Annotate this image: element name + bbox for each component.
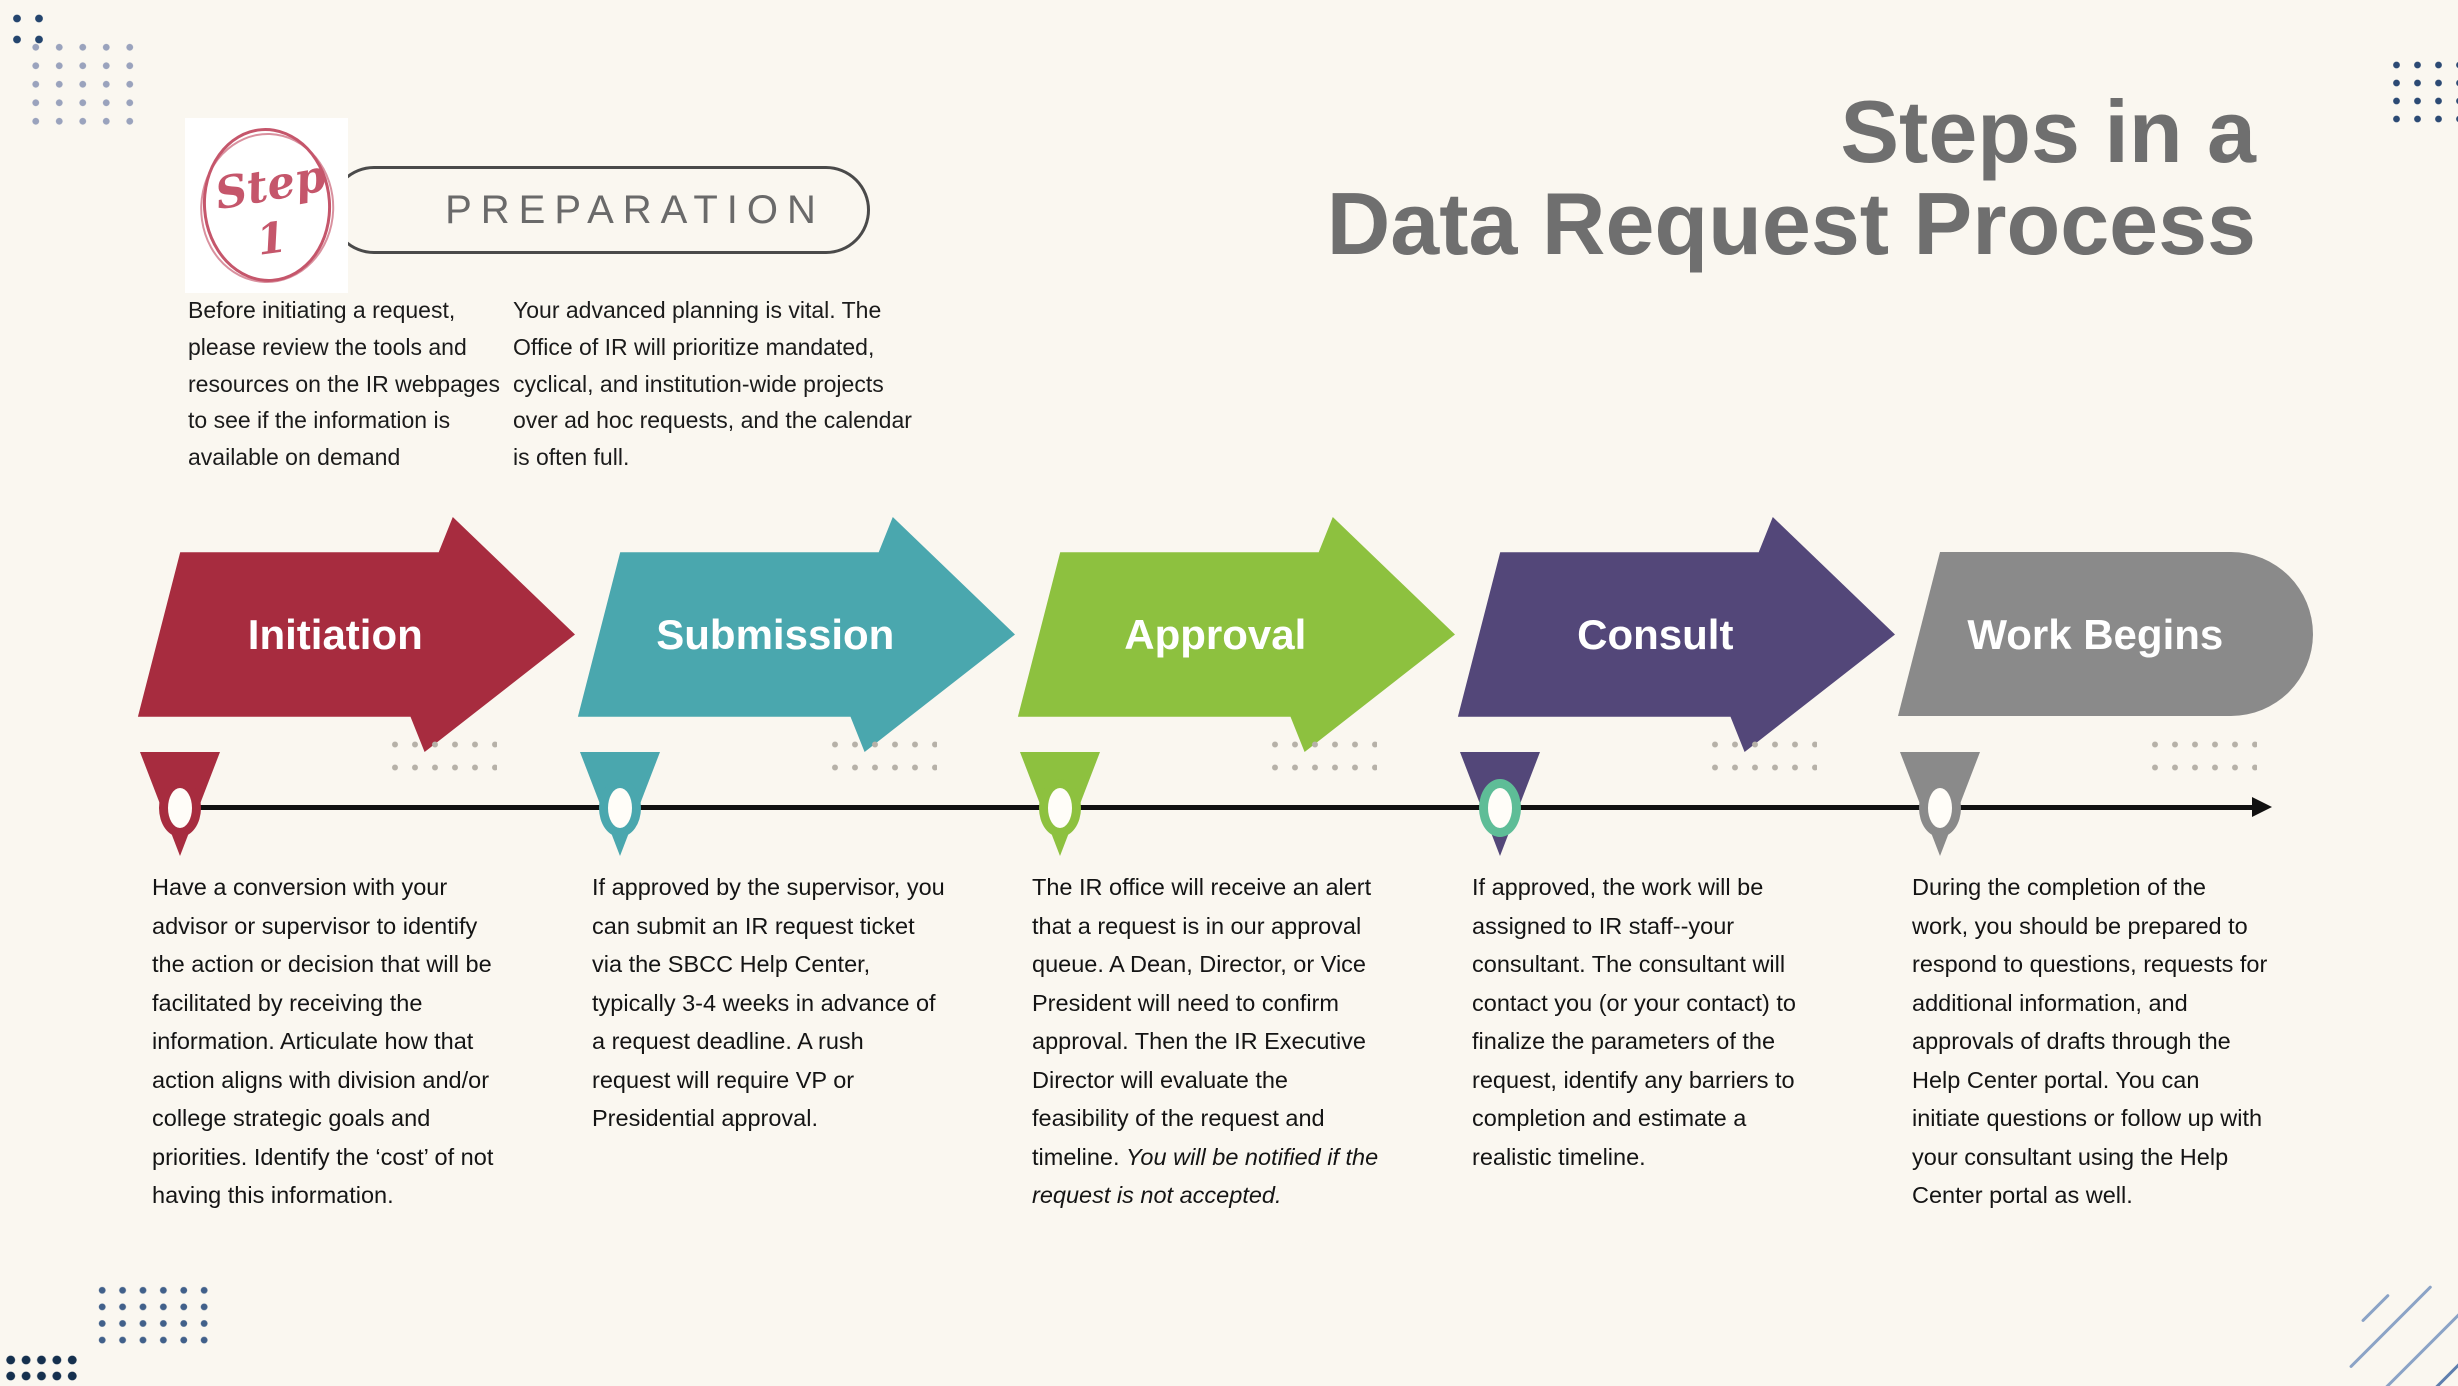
decor-dots-top-right-grid xyxy=(2386,56,2458,128)
initiation-arrow-shape: Initiation xyxy=(137,517,575,752)
approval-description: The IR office will receive an alert that… xyxy=(1032,874,1379,1209)
decor-dots-top-left-grid xyxy=(24,38,142,131)
decor-faint-dots xyxy=(1705,733,1817,779)
decor-diagonal-line xyxy=(2370,1308,2458,1386)
work-begins-capsule-svg xyxy=(1898,552,2313,716)
work-begins-label: Work Begins xyxy=(1967,610,2224,658)
decor-dots-bottom-left-corner xyxy=(3,1352,80,1384)
decor-faint-dots xyxy=(2145,733,2257,779)
consult-description: If approved, the work will be assigned t… xyxy=(1472,874,1796,1170)
decor-faint-dots xyxy=(385,733,497,779)
initiation-label: Initiation xyxy=(247,610,423,658)
submission-arrow-shape: Submission xyxy=(577,517,1015,752)
work-begins-timeline-node xyxy=(1919,779,1961,837)
step1-badge: Step 1 xyxy=(185,118,348,293)
approval-timeline-node xyxy=(1039,779,1081,837)
timeline-arrowhead-icon xyxy=(2252,797,2272,817)
work-begins-capsule-shape: Work Begins xyxy=(1865,517,2335,752)
work-begins-description: During the completion of the work, you s… xyxy=(1912,874,2268,1209)
approval-arrow-shape: Approval xyxy=(1017,517,1455,752)
page-title-line2: Data Request Process xyxy=(1326,174,2256,274)
approval-label: Approval xyxy=(1124,610,1307,658)
submission-label: Submission xyxy=(656,610,895,658)
preparation-pill: PREPARATION xyxy=(330,166,870,254)
page-title: Steps in a Data Request Process xyxy=(1326,82,2256,274)
submission-timeline-node xyxy=(599,779,641,837)
intro-paragraph-right: Your advanced planning is vital. The Off… xyxy=(513,297,912,471)
preparation-label: PREPARATION xyxy=(445,187,825,232)
consult-timeline-node xyxy=(1479,779,1521,837)
timeline-line xyxy=(180,805,2256,810)
submission-description: If approved by the supervisor, you can s… xyxy=(592,874,945,1132)
intro-paragraph-left: Before initiating a request, please revi… xyxy=(188,297,500,471)
page-title-line1: Steps in a xyxy=(1840,82,2256,181)
decor-faint-dots xyxy=(825,733,937,779)
consult-arrow-shape: Consult xyxy=(1457,517,1895,752)
consult-label: Consult xyxy=(1577,610,1734,658)
decor-dots-bottom-left-grid xyxy=(92,1282,215,1349)
decor-faint-dots xyxy=(1265,733,1377,779)
initiation-timeline-node xyxy=(159,779,201,837)
decor-diagonal-line xyxy=(2348,1285,2433,1369)
decor-diagonal-line xyxy=(2360,1293,2390,1323)
initiation-description: Have a conversion with your advisor or s… xyxy=(152,874,494,1209)
